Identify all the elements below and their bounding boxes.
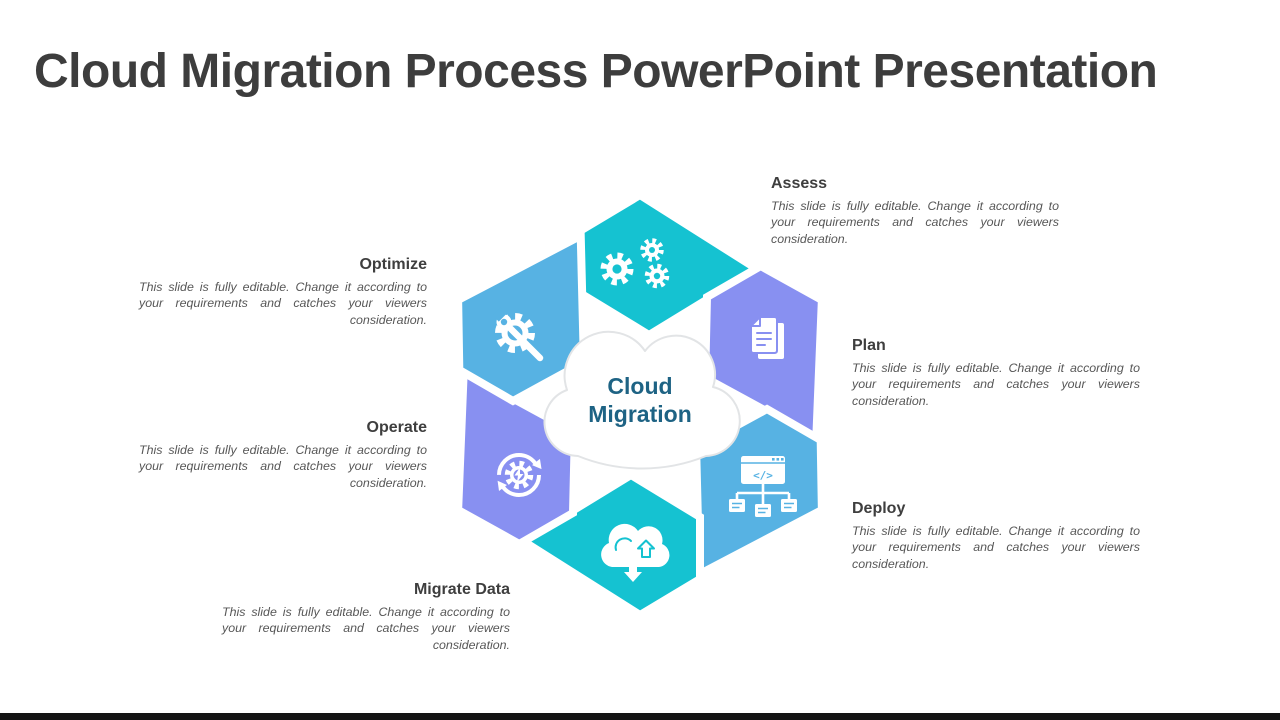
step-description-deploy: This slide is fully editable. Change it …: [852, 524, 1140, 571]
sync-gear-icon: [497, 453, 542, 497]
step-text-operate: Operate This slide is fully editable. Ch…: [139, 419, 427, 491]
step-text-plan: Plan This slide is fully editable. Chang…: [852, 337, 1140, 409]
step-description-plan: This slide is fully editable. Change it …: [852, 361, 1140, 408]
step-description-optimize: This slide is fully editable. Change it …: [139, 280, 427, 327]
step-description-migrate-data: This slide is fully editable. Change it …: [222, 605, 510, 652]
gears-icon: [600, 238, 670, 289]
step-heading-assess: Assess: [771, 175, 828, 192]
center-label: Cloud Migration: [548, 372, 732, 428]
step-description-operate: This slide is fully editable. Change it …: [139, 443, 427, 490]
code-glyph: </>: [753, 469, 773, 482]
step-text-deploy: Deploy This slide is fully editable. Cha…: [852, 500, 1140, 572]
step-description-assess: This slide is fully editable. Change it …: [771, 199, 1059, 246]
center-cloud: [543, 330, 741, 470]
deploy-window-icon: </>: [729, 456, 797, 517]
step-heading-operate: Operate: [366, 419, 427, 436]
center-label-line1: Cloud: [607, 373, 673, 399]
step-text-assess: Assess This slide is fully editable. Cha…: [771, 175, 1059, 247]
step-heading-optimize: Optimize: [359, 256, 427, 273]
step-text-optimize: Optimize This slide is fully editable. C…: [139, 256, 427, 328]
segment-operate: [454, 365, 579, 549]
gear-wrench-icon: [492, 307, 544, 362]
step-heading-plan: Plan: [852, 337, 886, 354]
step-heading-deploy: Deploy: [852, 500, 906, 517]
segment-assess: [576, 190, 765, 340]
step-heading-migrate-data: Migrate Data: [413, 581, 510, 598]
cloud-transfer-icon: [601, 523, 670, 582]
step-text-migrate-data: Migrate Data This slide is fully editabl…: [222, 581, 510, 653]
documents-icon: [750, 316, 784, 359]
bottom-bar: [0, 713, 1280, 720]
center-label-line2: Migration: [588, 401, 692, 427]
slide-title: Cloud Migration Process PowerPoint Prese…: [34, 45, 1158, 98]
